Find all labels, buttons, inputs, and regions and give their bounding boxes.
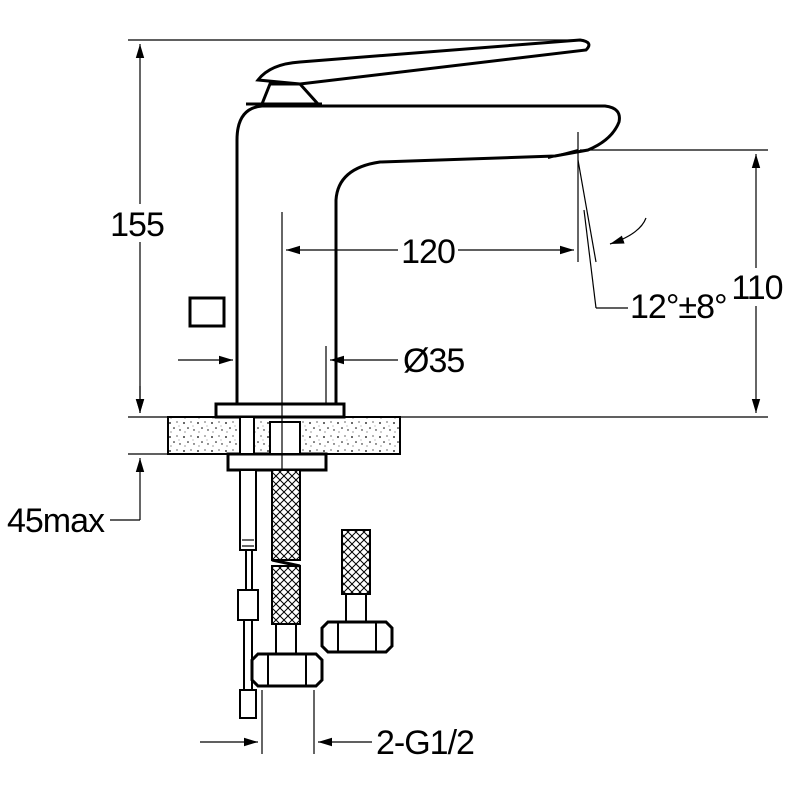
label-45max: 45max — [7, 502, 105, 540]
under-counter-assembly — [226, 416, 394, 719]
dimension-spout-height: 110 — [580, 149, 784, 413]
countertop — [128, 416, 768, 455]
dimension-deck-max: 45max — [7, 386, 145, 540]
label-connection: 2-G1/2 — [376, 724, 474, 762]
dimension-connection: 2-G1/2 — [200, 690, 475, 762]
label-155: 155 — [110, 206, 164, 244]
faucet-body — [214, 104, 621, 419]
label-110: 110 — [731, 269, 782, 307]
label-diameter: Ø35 — [403, 342, 464, 380]
popup-rod-stub — [188, 296, 226, 328]
dimension-body-diameter: Ø35 — [178, 342, 465, 404]
label-120: 120 — [401, 233, 455, 271]
label-angle: 12°±8° — [630, 288, 727, 326]
lever-handle — [246, 38, 591, 106]
dimension-spout-reach: 120 — [286, 232, 574, 271]
centre-lines — [281, 132, 579, 470]
dimension-height-total: 155 — [108, 39, 582, 413]
dimension-angle: 12°±8° — [577, 159, 728, 326]
